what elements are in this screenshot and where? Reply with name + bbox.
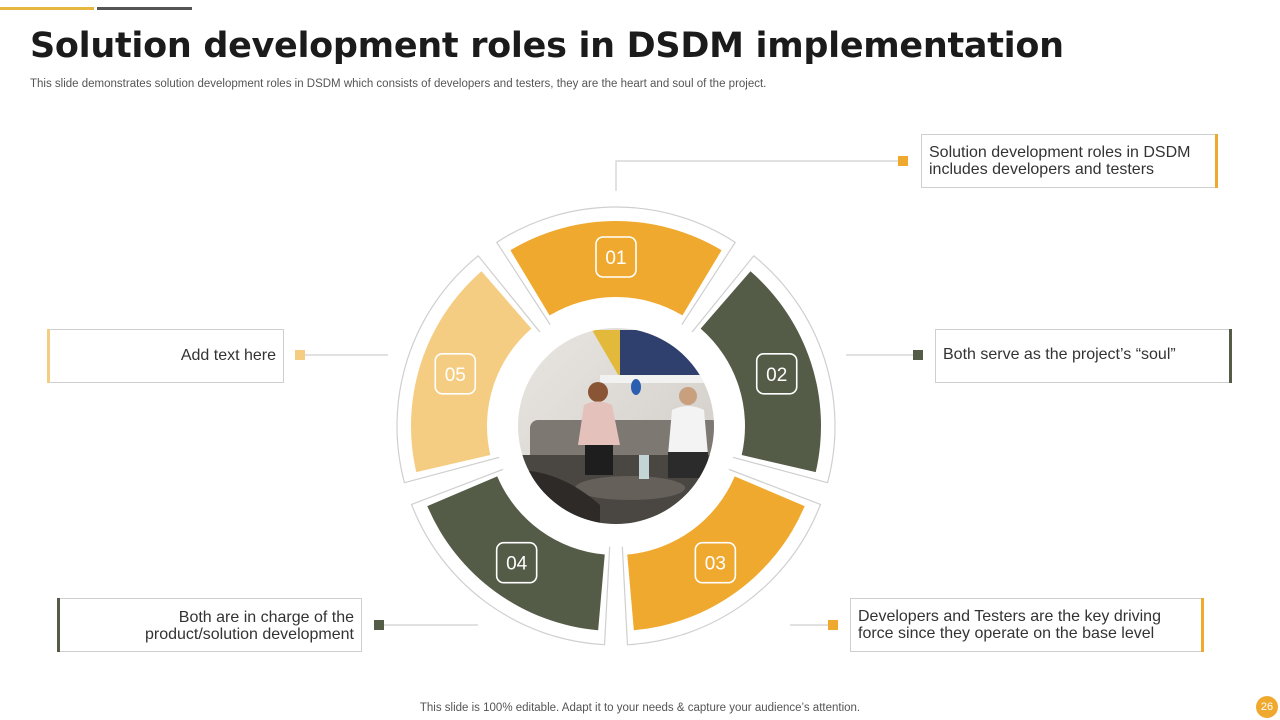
segment-number: 04 — [506, 554, 528, 575]
callout-accent — [1201, 598, 1204, 652]
segment-number-badge — [434, 352, 477, 395]
segment-number-badge — [694, 541, 737, 584]
callout-text: Both serve as the project’s “soul” — [943, 346, 1176, 363]
callout-accent — [47, 329, 50, 383]
segment-number-badge — [595, 236, 637, 278]
slide-footer: This slide is 100% editable. Adapt it to… — [419, 702, 861, 714]
connector-marker — [295, 350, 305, 360]
connector-marker — [898, 156, 908, 166]
callout-accent — [1229, 329, 1232, 383]
cycle-segment-03 — [627, 476, 805, 631]
callout-box-03: Developers and Testers are the key drivi… — [850, 598, 1204, 652]
callout-box-01: Solution development roles in DSDM inclu… — [921, 134, 1218, 188]
cycle-segment-02 — [700, 271, 821, 473]
callout-text: Solution development roles in DSDM inclu… — [929, 144, 1191, 178]
connector-line — [615, 160, 903, 191]
callout-text: Both are in charge of the product/soluti… — [144, 609, 354, 643]
slide-subtitle: This slide demonstrates solution develop… — [30, 78, 767, 90]
callout-box-05: Add text here — [47, 329, 284, 383]
segment-number: 01 — [605, 248, 626, 269]
callout-box-04: Both are in charge of the product/soluti… — [57, 598, 362, 652]
cycle-segment-05 — [411, 271, 532, 473]
callout-box-02: Both serve as the project’s “soul” — [935, 329, 1232, 383]
segment-number: 05 — [445, 365, 466, 386]
connector-marker — [374, 620, 384, 630]
top-bar-gold — [0, 7, 94, 10]
slide-title: Solution development roles in DSDM imple… — [30, 26, 1064, 66]
callout-accent — [1215, 134, 1218, 188]
page-number-badge: 26 — [1256, 696, 1278, 718]
cycle-segment-01 — [510, 220, 722, 316]
connector-marker — [913, 350, 923, 360]
segment-number: 03 — [705, 554, 726, 575]
callout-accent — [57, 598, 60, 652]
top-bar-dark — [97, 7, 192, 10]
callout-text: Developers and Testers are the key drivi… — [858, 608, 1161, 642]
segment-number-badge — [495, 541, 538, 584]
callout-text: Add text here — [180, 347, 276, 364]
cycle-segment-04 — [427, 476, 605, 631]
connector-marker — [828, 620, 838, 630]
segment-number-badge — [755, 352, 798, 395]
segment-number: 02 — [766, 365, 787, 386]
